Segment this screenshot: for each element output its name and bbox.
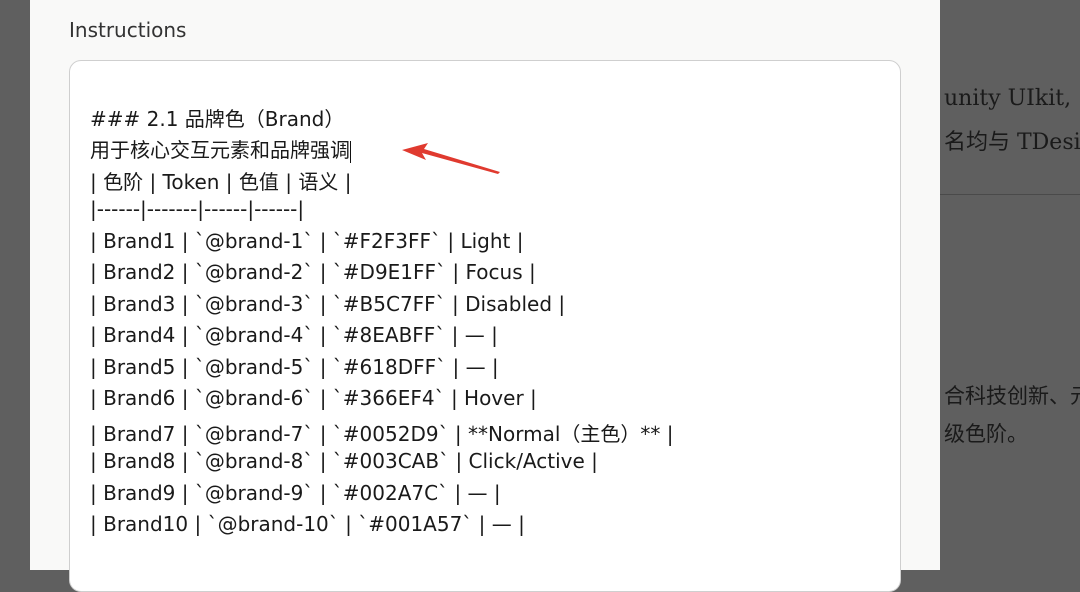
text-line: | Brand6 | `@brand-6` | `#366EF4` | Hove… xyxy=(90,386,537,410)
text-line: | Brand8 | `@brand-8` | `#003CAB` | Clic… xyxy=(90,449,598,473)
text-line: | Brand9 | `@brand-9` | `#002A7C` | — | xyxy=(90,481,501,505)
text-line: |------|-------|------|------| xyxy=(90,197,305,221)
red-arrow-annotation-icon xyxy=(402,143,500,174)
text-line: | Brand1 | `@brand-1` | `#F2F3FF` | Ligh… xyxy=(90,229,524,253)
text-line-content: 用于核心交互元素和品牌强调 xyxy=(90,138,350,162)
background-text: 合科技创新、元 xyxy=(944,384,1080,408)
text-cursor xyxy=(350,140,351,163)
instructions-textarea[interactable]: ### 2.1 品牌色（Brand） 用于核心交互元素和品牌强调 | 色阶 | … xyxy=(69,60,901,592)
background-text: unity UIkit, xyxy=(944,86,1072,111)
text-line: 用于核心交互元素和品牌强调 xyxy=(90,134,351,163)
text-line: ### 2.1 品牌色（Brand） xyxy=(90,107,345,131)
text-line: | 色阶 | Token | 色值 | 语义 | xyxy=(90,170,352,194)
background-divider xyxy=(940,194,1080,195)
text-line: | Brand2 | `@brand-2` | `#D9E1FF` | Focu… xyxy=(90,260,536,284)
text-line: | Brand7 | `@brand-7` | `#0052D9` | **No… xyxy=(90,422,674,446)
instructions-label: Instructions xyxy=(69,18,187,42)
instructions-modal: Instructions ### 2.1 品牌色（Brand） 用于核心交互元素… xyxy=(30,0,940,592)
text-line: | Brand3 | `@brand-3` | `#B5C7FF` | Disa… xyxy=(90,292,566,316)
text-line: | Brand10 | `@brand-10` | `#001A57` | — … xyxy=(90,512,525,536)
text-line: | Brand5 | `@brand-5` | `#618DFF` | — | xyxy=(90,355,499,379)
text-line: | Brand4 | `@brand-4` | `#8EABFF` | — | xyxy=(90,323,498,347)
background-text: 名均与 TDesig xyxy=(944,130,1080,155)
background-text: 级色阶。 xyxy=(944,422,1028,446)
